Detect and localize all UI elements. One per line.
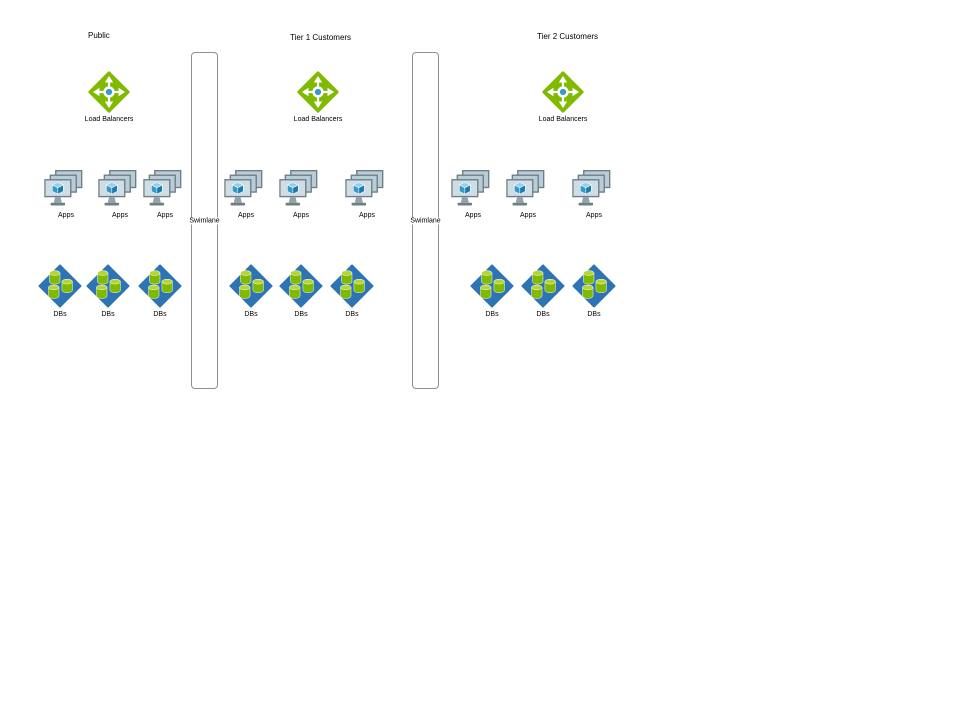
db-node[interactable]: DBs [30, 263, 90, 319]
app-server-stack-icon [572, 170, 616, 210]
node-label: Apps [112, 212, 128, 219]
database-stack-icon [137, 263, 183, 309]
database-stack-icon [85, 263, 131, 309]
node-label: Apps [157, 212, 173, 219]
apps-node[interactable]: Apps [337, 170, 397, 220]
group-title-tier1: Tier 1 Customers [290, 33, 352, 42]
node-label: DBs [53, 311, 67, 318]
apps-node[interactable]: Apps [216, 170, 276, 220]
db-node[interactable]: DBs [564, 263, 624, 319]
load-balancer-node[interactable]: Load Balancers [69, 70, 149, 124]
group-title-tier2: Tier 2 Customers [537, 32, 599, 41]
db-node[interactable]: DBs [221, 263, 281, 319]
node-label: Apps [238, 212, 254, 219]
node-label: DBs [587, 311, 601, 318]
swimlane-label: Swimlane [188, 217, 221, 224]
swimlane-2[interactable]: Swimlane [409, 52, 442, 389]
app-server-stack-icon [506, 170, 550, 210]
node-label: Apps [359, 212, 375, 219]
database-stack-icon [571, 263, 617, 309]
app-server-stack-icon [143, 170, 187, 210]
database-stack-icon [37, 263, 83, 309]
node-label: DBs [101, 311, 115, 318]
db-node[interactable]: DBs [513, 263, 573, 319]
apps-node[interactable]: Apps [90, 170, 150, 220]
load-balancer-node[interactable]: Load Balancers [523, 70, 603, 124]
swimlane-label: Swimlane [409, 217, 442, 224]
apps-node[interactable]: Apps [36, 170, 96, 220]
group-title-public: Public [88, 31, 110, 40]
load-balancer-icon [541, 70, 585, 114]
node-label: Apps [58, 212, 74, 219]
db-node[interactable]: DBs [78, 263, 138, 319]
node-label: Apps [465, 212, 481, 219]
node-label: Load Balancers [538, 116, 588, 123]
node-label: Load Balancers [84, 116, 134, 123]
app-server-stack-icon [279, 170, 323, 210]
node-label: Apps [293, 212, 309, 219]
apps-node[interactable]: Apps [564, 170, 624, 220]
node-label: DBs [153, 311, 167, 318]
db-node[interactable]: DBs [130, 263, 190, 319]
app-server-stack-icon [44, 170, 88, 210]
db-node[interactable]: DBs [271, 263, 331, 319]
node-label: DBs [536, 311, 550, 318]
db-node[interactable]: DBs [462, 263, 522, 319]
node-label: Apps [520, 212, 536, 219]
apps-node[interactable]: Apps [135, 170, 195, 220]
load-balancer-icon [87, 70, 131, 114]
node-label: Apps [586, 212, 602, 219]
app-server-stack-icon [345, 170, 389, 210]
apps-node[interactable]: Apps [498, 170, 558, 220]
database-stack-icon [329, 263, 375, 309]
app-server-stack-icon [451, 170, 495, 210]
app-server-stack-icon [224, 170, 268, 210]
load-balancer-node[interactable]: Load Balancers [278, 70, 358, 124]
node-label: DBs [345, 311, 359, 318]
node-label: DBs [244, 311, 258, 318]
node-label: DBs [294, 311, 308, 318]
apps-node[interactable]: Apps [271, 170, 331, 220]
database-stack-icon [228, 263, 274, 309]
node-label: DBs [485, 311, 499, 318]
swimlane-1[interactable]: Swimlane [188, 52, 221, 389]
database-stack-icon [469, 263, 515, 309]
db-node[interactable]: DBs [322, 263, 382, 319]
node-label: Load Balancers [293, 116, 343, 123]
load-balancer-icon [296, 70, 340, 114]
database-stack-icon [278, 263, 324, 309]
apps-node[interactable]: Apps [443, 170, 503, 220]
database-stack-icon [520, 263, 566, 309]
